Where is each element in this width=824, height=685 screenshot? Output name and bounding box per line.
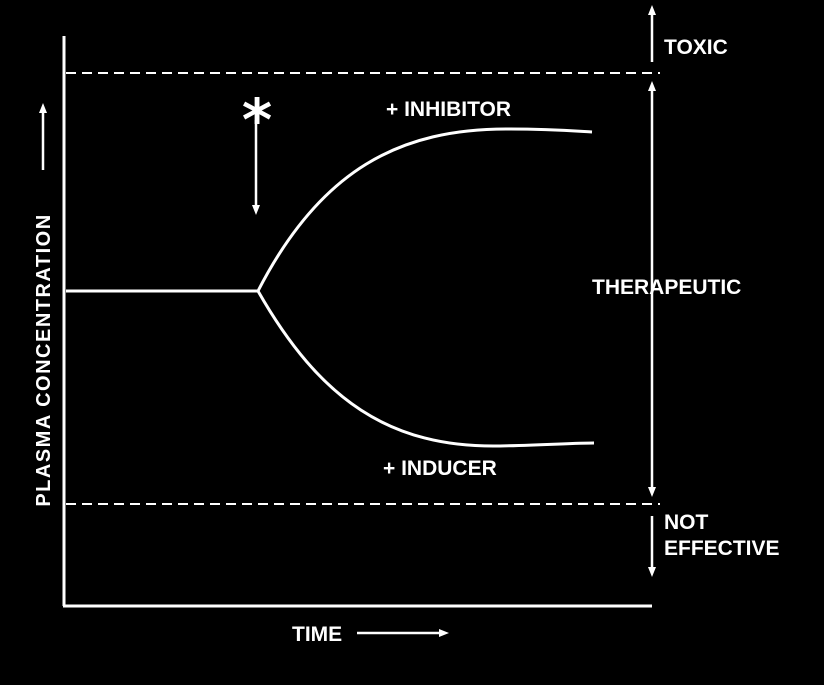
toxic-label: TOXIC (664, 36, 728, 59)
not-effective-label-line2: EFFECTIVE (664, 537, 780, 560)
inducer-label: + INDUCER (383, 457, 497, 480)
therapeutic-label: THERAPEUTIC (592, 276, 741, 299)
x-axis-label: TIME (292, 623, 342, 646)
inducer-curve (256, 290, 595, 448)
inhibitor-curve (256, 127, 593, 292)
inhibitor-label: + INHIBITOR (386, 98, 511, 121)
y-axis-label: PLASMA CONCENTRATION (33, 213, 55, 506)
not-effective-label-line1: NOT (664, 511, 709, 534)
